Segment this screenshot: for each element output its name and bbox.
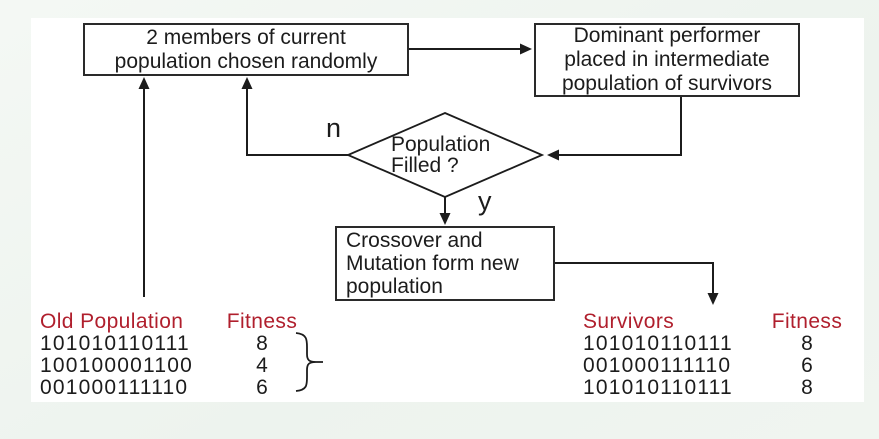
decision-diamond-shape xyxy=(345,112,545,198)
table-row: 101010110111 8 xyxy=(583,333,847,355)
flow-box-text-line: Dominant performer xyxy=(573,24,761,47)
table-row: 001000111110 6 xyxy=(583,355,847,377)
flow-box-dominant-performer: Dominant performer placed in intermediat… xyxy=(534,23,800,97)
arrowhead-up-icon xyxy=(241,77,253,89)
old-population-title: Old Population xyxy=(40,310,184,333)
fitness-cell: 6 xyxy=(801,354,813,377)
branch-label-no: n xyxy=(326,113,342,143)
old-population-table: Old Population Fitness 101010110111 8 10… xyxy=(40,311,301,399)
table-row: 100100001100 4 xyxy=(40,355,301,377)
chromosome-cell: 101010110111 xyxy=(583,332,733,355)
chromosome-cell: 001000111110 xyxy=(40,376,189,399)
flow-box-text-line: Crossover and xyxy=(346,229,483,252)
decision-text-line: Population xyxy=(391,133,491,156)
connector-crossover-to-survivors xyxy=(555,262,714,294)
arrowhead-up-icon xyxy=(138,77,150,89)
flow-box-text-line: population of survivors xyxy=(561,72,773,95)
fitness-header: Fitness xyxy=(771,310,843,333)
chromosome-cell: 101010110111 xyxy=(583,376,733,399)
flow-box-text-line: population xyxy=(346,275,443,298)
arrowhead-down-icon xyxy=(439,213,451,225)
decision-diamond-label: Population Filled ? xyxy=(391,134,531,176)
table-row: 101010110111 8 xyxy=(583,377,847,399)
branch-label-yes: y xyxy=(478,186,492,216)
flow-box-text-line: placed in intermediate xyxy=(564,48,770,71)
arrowhead-right-icon xyxy=(520,43,532,55)
table-row: 101010110111 8 xyxy=(40,333,301,355)
fitness-cell: 8 xyxy=(256,332,268,355)
arrowhead-left-icon xyxy=(547,149,559,161)
flow-box-select-members: 2 members of current population chosen r… xyxy=(83,23,409,76)
decision-text-line: Filled ? xyxy=(391,154,459,177)
chromosome-cell: 100100001100 xyxy=(40,354,193,377)
arrowhead-down-icon xyxy=(707,293,719,305)
flow-box-text-line: population chosen randomly xyxy=(114,49,378,73)
survivors-title: Survivors xyxy=(583,310,675,333)
survivors-table: Survivors Fitness 101010110111 8 0010001… xyxy=(583,311,847,399)
selection-brace-icon xyxy=(295,332,323,392)
fitness-cell: 8 xyxy=(801,332,813,355)
flow-box-crossover-mutation: Crossover and Mutation form new populati… xyxy=(335,226,555,301)
fitness-header: Fitness xyxy=(226,310,298,333)
connector-dominant-to-decision xyxy=(558,97,682,156)
connector-decision-no-to-select xyxy=(246,88,348,156)
chromosome-cell: 001000111110 xyxy=(583,354,732,377)
table-row: 001000111110 6 xyxy=(40,377,301,399)
fitness-cell: 8 xyxy=(801,376,813,399)
table-header-row: Survivors Fitness xyxy=(583,311,847,333)
chromosome-cell: 101010110111 xyxy=(40,332,190,355)
table-header-row: Old Population Fitness xyxy=(40,311,301,333)
flow-box-text-line: Mutation form new xyxy=(346,252,519,275)
fitness-cell: 6 xyxy=(256,376,268,399)
fitness-cell: 4 xyxy=(256,354,268,377)
flow-box-text-line: 2 members of current xyxy=(146,25,346,49)
